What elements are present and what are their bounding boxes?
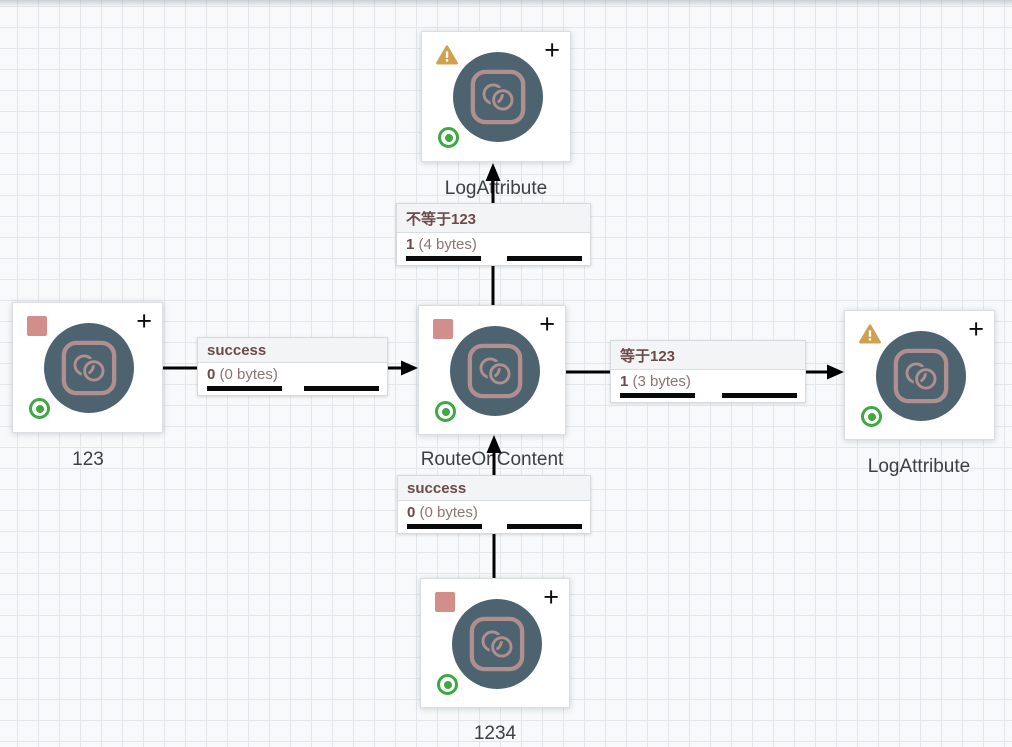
- processor-node-1234[interactable]: +: [420, 578, 570, 708]
- processor-label: LogAttribute: [867, 456, 971, 477]
- arrowhead-up-icon: [485, 163, 501, 181]
- processor-type-icon: [452, 599, 542, 689]
- processor-label: 1234: [473, 723, 517, 744]
- queue-indicator-bars: [611, 391, 805, 398]
- connection-label-not-equal-123[interactable]: 不等于123 1 (4 bytes): [396, 203, 591, 266]
- processor-node-123[interactable]: +: [12, 302, 163, 433]
- processor-label: RouteOnContent: [420, 449, 564, 470]
- stopped-square-icon: [433, 319, 453, 339]
- processor-node-logattribute-right[interactable]: +: [844, 310, 995, 440]
- arrowhead-up-icon: [486, 435, 502, 453]
- run-status-icon: [861, 406, 882, 427]
- processor-type-icon: [450, 326, 540, 416]
- arrowhead-right-icon: [827, 364, 844, 380]
- arrowhead-right-icon: [401, 360, 418, 376]
- stopped-square-icon: [27, 316, 47, 336]
- processor-type-icon: [453, 52, 543, 142]
- connection-name: 等于123: [611, 341, 805, 370]
- queued-count: 1: [406, 236, 415, 253]
- warning-triangle-icon: [859, 324, 881, 344]
- run-status-icon: [438, 127, 459, 148]
- connection-name: success: [398, 476, 590, 501]
- queued-count: 1: [620, 373, 629, 390]
- queued-size: (4 bytes): [418, 236, 477, 253]
- connection-label-success-left[interactable]: success 0 (0 bytes): [197, 337, 388, 396]
- connection-name: success: [198, 338, 387, 363]
- queued-size: (0 bytes): [219, 366, 278, 383]
- connection-queue: 1 (4 bytes): [397, 233, 590, 254]
- connection-label-success-bottom[interactable]: success 0 (0 bytes): [397, 475, 591, 534]
- queued-count: 0: [207, 366, 216, 383]
- processor-type-icon: [44, 323, 134, 413]
- add-icon[interactable]: +: [543, 582, 559, 612]
- queue-indicator-bars: [397, 254, 590, 261]
- queue-indicator-bars: [198, 384, 387, 391]
- queued-size: (0 bytes): [419, 504, 478, 521]
- processor-node-logattribute-top[interactable]: +: [421, 31, 571, 162]
- processor-label: LogAttribute: [444, 178, 548, 199]
- warning-triangle-icon: [436, 45, 458, 65]
- processor-label: 123: [72, 449, 104, 470]
- queued-size: (3 bytes): [632, 373, 691, 390]
- add-icon[interactable]: +: [136, 306, 152, 336]
- run-status-icon: [29, 398, 50, 419]
- connection-name: 不等于123: [397, 204, 590, 233]
- add-icon[interactable]: +: [968, 314, 984, 344]
- connection-queue: 1 (3 bytes): [611, 370, 805, 391]
- stopped-square-icon: [435, 592, 455, 612]
- processor-type-icon: [876, 331, 966, 421]
- run-status-icon: [437, 674, 458, 695]
- connection-label-equal-123[interactable]: 等于123 1 (3 bytes): [610, 340, 806, 403]
- connection-queue: 0 (0 bytes): [398, 501, 590, 522]
- processor-node-routeoncontent[interactable]: +: [418, 305, 566, 435]
- queue-indicator-bars: [398, 522, 590, 529]
- add-icon[interactable]: +: [539, 309, 555, 339]
- add-icon[interactable]: +: [544, 35, 560, 65]
- connection-queue: 0 (0 bytes): [198, 363, 387, 384]
- run-status-icon: [435, 401, 456, 422]
- queued-count: 0: [407, 504, 416, 521]
